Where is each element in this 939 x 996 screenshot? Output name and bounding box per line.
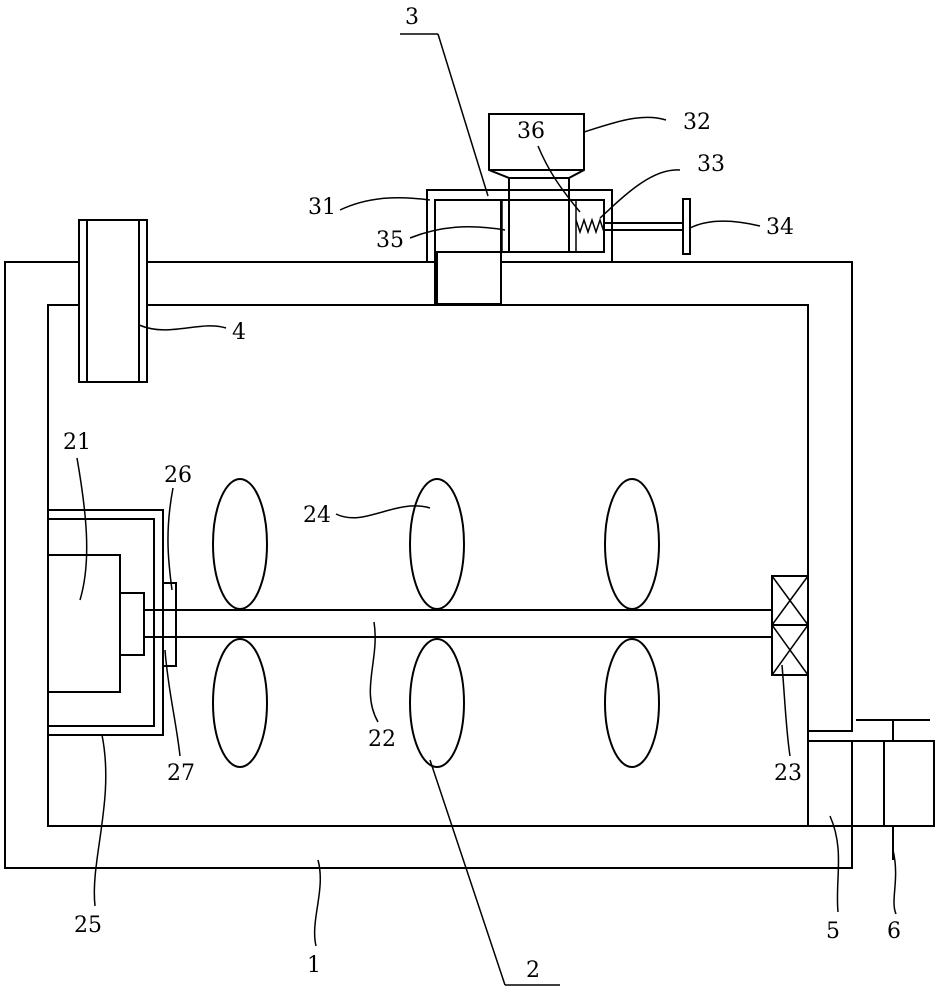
label-5: 5 xyxy=(826,919,840,944)
motor-assembly xyxy=(48,510,176,735)
label-4: 4 xyxy=(232,320,246,345)
vent-fan-unit xyxy=(79,220,147,382)
label-3: 3 xyxy=(405,5,419,30)
feeding-mechanism xyxy=(427,114,690,304)
label-33: 33 xyxy=(697,152,725,177)
label-36: 36 xyxy=(517,119,545,144)
label-26: 26 xyxy=(164,463,192,488)
label-21: 21 xyxy=(63,430,91,455)
label-34: 34 xyxy=(766,215,794,240)
bearing xyxy=(772,576,808,675)
outlet-pipe xyxy=(808,720,934,860)
leader-lines xyxy=(77,34,896,985)
label-25: 25 xyxy=(74,913,102,938)
label-35: 35 xyxy=(376,228,404,253)
stirring-blades xyxy=(213,479,659,767)
label-32: 32 xyxy=(683,110,711,135)
label-6: 6 xyxy=(887,919,901,944)
label-31: 31 xyxy=(308,195,336,220)
stirring-shaft xyxy=(144,610,772,637)
label-24: 24 xyxy=(303,503,331,528)
label-22: 22 xyxy=(368,727,396,752)
label-23: 23 xyxy=(774,761,802,786)
label-27: 27 xyxy=(167,761,195,786)
label-1: 1 xyxy=(307,953,321,978)
label-2: 2 xyxy=(526,958,540,983)
reference-labels: 3 32 36 33 31 34 35 4 21 26 24 22 27 23 … xyxy=(63,5,901,983)
